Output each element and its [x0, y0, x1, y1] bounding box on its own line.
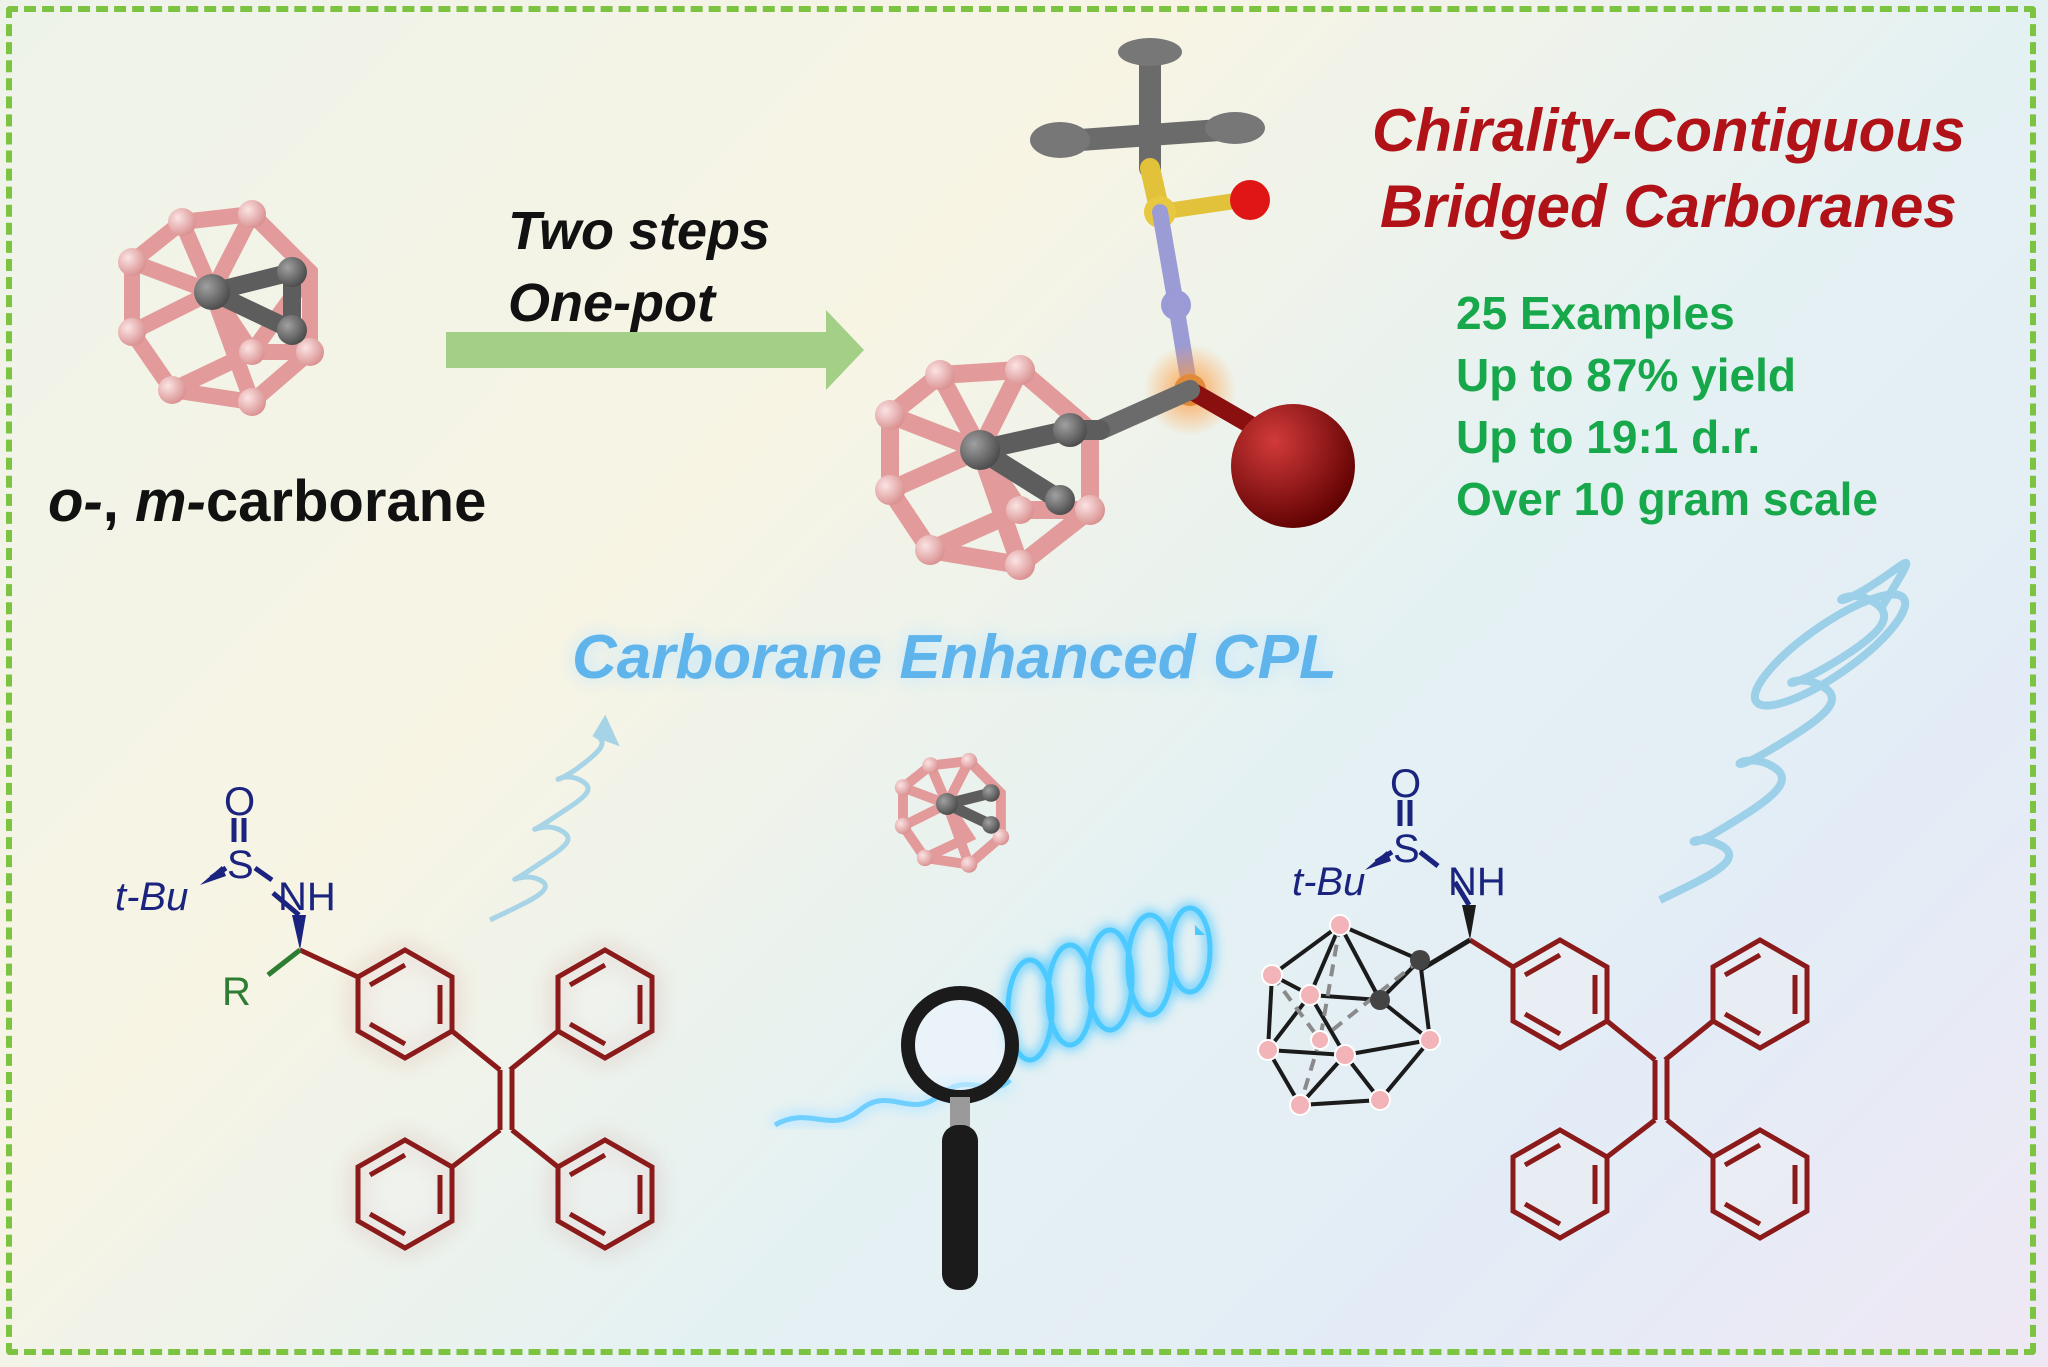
- right-structure: O S t-Bu NH: [1257, 762, 1810, 1241]
- title-line-1: Chirality-Contiguous: [1372, 97, 1966, 164]
- meta-prefix: m-: [134, 469, 206, 534]
- left-structure: O S t-Bu NH R: [115, 780, 655, 1251]
- ortho-prefix: o-: [48, 469, 103, 534]
- left-o-atom: O: [224, 780, 255, 824]
- left-nh-group: NH: [278, 875, 336, 919]
- magnifier-icon: [901, 986, 1019, 1290]
- arrow-label-onepot: One-pot: [508, 273, 715, 333]
- title-line-2: Bridged Carboranes: [1380, 173, 1957, 240]
- cpl-helix-right: [1658, 559, 1911, 904]
- reaction-arrow: [446, 310, 864, 390]
- label-separator: ,: [102, 469, 135, 534]
- carborane-name: carborane: [205, 469, 487, 534]
- stat-examples: 25 Examples: [1456, 287, 1735, 339]
- right-tbu-group: t-Bu: [1292, 860, 1365, 904]
- carborane-model-start: [118, 200, 324, 416]
- stat-scale: Over 10 gram scale: [1456, 473, 1878, 525]
- cpl-helix-left: [488, 714, 620, 923]
- right-o-atom: O: [1390, 762, 1421, 806]
- right-nh-group: NH: [1448, 860, 1506, 904]
- carborane-model-small: [894, 752, 1010, 873]
- stat-yield: Up to 87% yield: [1456, 349, 1796, 401]
- arrow-label-steps: Two steps: [508, 201, 771, 261]
- left-r-group: R: [222, 970, 251, 1014]
- crystal-structure-model: [875, 38, 1355, 580]
- left-s-atom: S: [227, 843, 254, 887]
- carborane-cage-drawing: [1257, 914, 1441, 1116]
- dashed-frame: [6, 6, 2036, 1355]
- cpl-heading: Carborane Enhanced CPL: [572, 623, 1337, 692]
- right-s-atom: S: [1393, 827, 1420, 871]
- stat-dr: Up to 19:1 d.r.: [1456, 411, 1761, 463]
- left-tbu-group: t-Bu: [115, 875, 188, 919]
- starting-material-label: o-, m-carborane: [48, 468, 486, 535]
